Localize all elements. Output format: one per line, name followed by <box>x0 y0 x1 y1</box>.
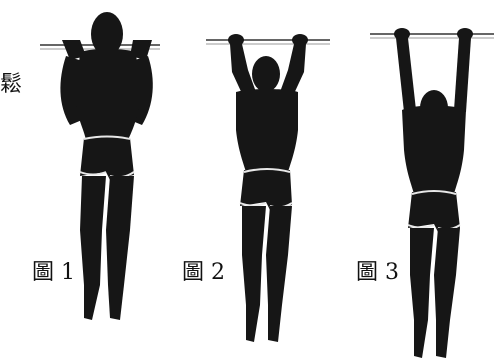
caption-figure-2: 圖 2 <box>182 262 225 284</box>
caption-figure-3: 圖 3 <box>356 262 399 284</box>
figure-3-silhouette <box>370 28 494 358</box>
figure-2-silhouette <box>206 34 330 342</box>
caption-figure-1: 圖 1 <box>32 262 75 284</box>
side-text: 鬆 <box>0 74 22 96</box>
